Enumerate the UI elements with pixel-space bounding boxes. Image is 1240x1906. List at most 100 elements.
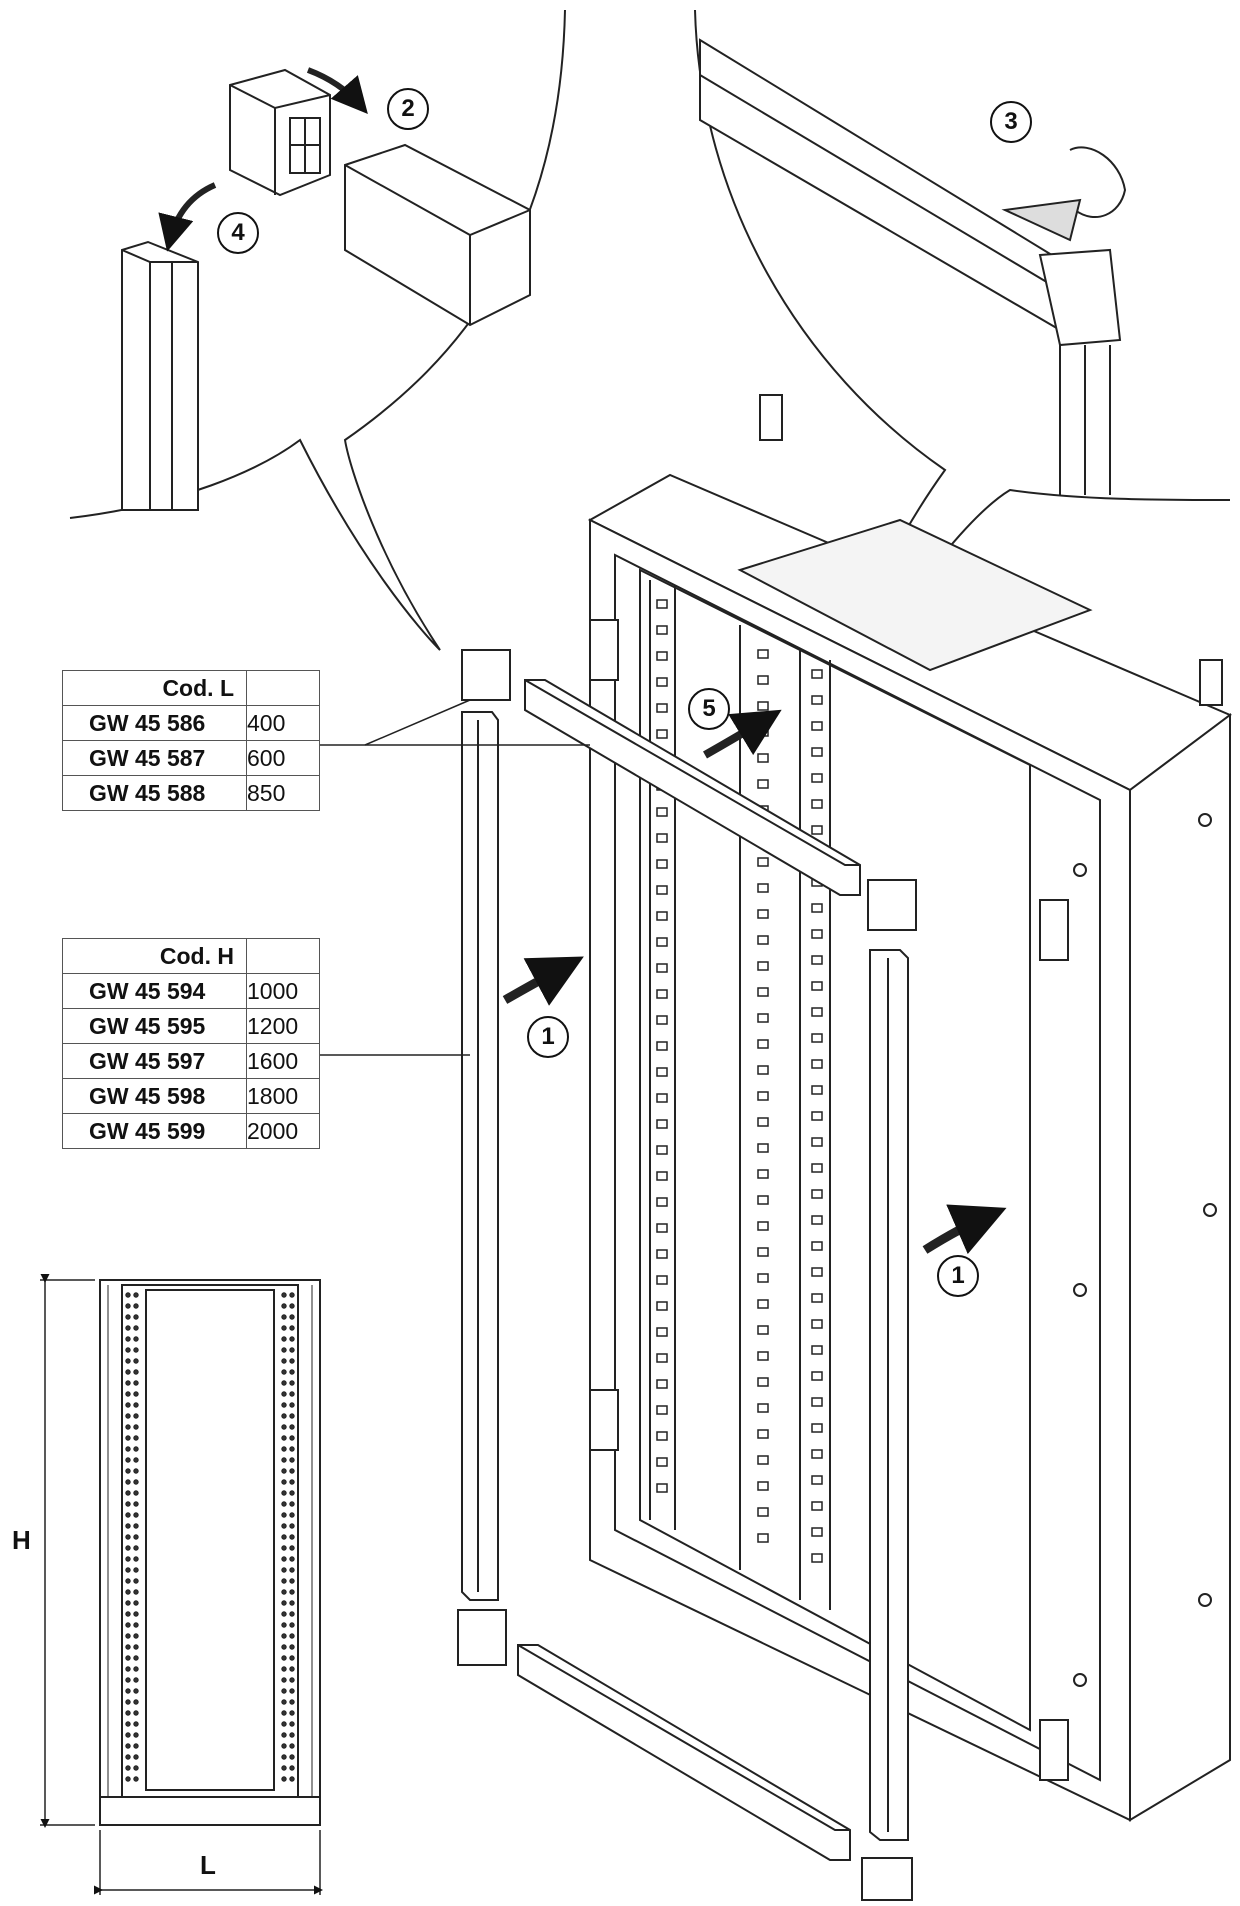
front-view-slot xyxy=(133,1512,139,1518)
front-view-slot xyxy=(133,1314,139,1320)
rail-slot xyxy=(811,981,823,991)
dimension-label-h: H xyxy=(12,1525,31,1555)
vertical-profile-detail xyxy=(121,240,199,511)
rail-slot xyxy=(656,963,668,973)
front-view-slot xyxy=(289,1303,295,1309)
rail-slot xyxy=(757,1039,769,1049)
arrow-step-5 xyxy=(703,709,782,759)
front-view-slot xyxy=(133,1677,139,1683)
code-cell: GW 45 597 xyxy=(62,1043,247,1079)
front-view-slot xyxy=(281,1435,287,1441)
front-view-slot xyxy=(289,1688,295,1694)
front-view-slot xyxy=(133,1336,139,1342)
code-cell: GW 45 586 xyxy=(62,705,247,741)
rail-slot xyxy=(811,721,823,731)
step-marker-4: 4 xyxy=(217,212,259,254)
front-view-slot xyxy=(289,1732,295,1738)
rail-slot xyxy=(811,1293,823,1303)
front-view-slot xyxy=(125,1699,131,1705)
front-view-slot xyxy=(281,1776,287,1782)
front-view-slot xyxy=(125,1732,131,1738)
rail-slot xyxy=(811,929,823,939)
front-view-slot xyxy=(125,1644,131,1650)
front-view-slot xyxy=(289,1567,295,1573)
value-cell: 600 xyxy=(246,740,320,776)
front-view-slot xyxy=(125,1369,131,1375)
front-view-drawing xyxy=(99,1279,321,1826)
front-view-slot xyxy=(289,1523,295,1529)
rail-slot xyxy=(757,1117,769,1127)
rail-slot xyxy=(757,1299,769,1309)
front-view-slot xyxy=(125,1567,131,1573)
front-view-slot xyxy=(133,1457,139,1463)
rail-slot xyxy=(757,1013,769,1023)
front-view-slot xyxy=(133,1468,139,1474)
front-view-slot xyxy=(289,1644,295,1650)
enclosure-cabinet xyxy=(587,394,1232,1822)
front-view-slot xyxy=(281,1391,287,1397)
rail-slot xyxy=(656,1145,668,1155)
front-view-slot xyxy=(125,1292,131,1298)
front-view-slot xyxy=(125,1655,131,1661)
rail-slot xyxy=(757,1195,769,1205)
front-view-slot xyxy=(281,1567,287,1573)
rail-slot xyxy=(656,911,668,921)
rail-slot xyxy=(656,1275,668,1285)
front-view-slot xyxy=(289,1479,295,1485)
rail-slot xyxy=(656,989,668,999)
front-view-slot xyxy=(125,1479,131,1485)
rail-slot xyxy=(757,649,769,659)
front-view-slot xyxy=(125,1314,131,1320)
front-view-slot xyxy=(281,1314,287,1320)
front-view-slot xyxy=(125,1534,131,1540)
rail-slot xyxy=(656,1483,668,1493)
front-view-slot xyxy=(133,1578,139,1584)
rail-slot xyxy=(757,753,769,763)
rail-slot xyxy=(811,1475,823,1485)
rail-slot xyxy=(656,651,668,661)
front-view-slot xyxy=(125,1391,131,1397)
front-view-slot xyxy=(281,1457,287,1463)
rail-slot xyxy=(757,1455,769,1465)
arrow-step-1-left xyxy=(502,956,584,1006)
front-view-slot xyxy=(281,1512,287,1518)
front-view-slot xyxy=(125,1611,131,1617)
front-view-slot xyxy=(125,1435,131,1441)
front-view-slot xyxy=(133,1303,139,1309)
value-cell: 1000 xyxy=(246,973,320,1009)
front-view-slot xyxy=(125,1710,131,1716)
front-view-slot xyxy=(125,1380,131,1386)
rail-slot xyxy=(811,773,823,783)
length-code-table: Cod. L GW 45 586 400 GW 45 587 600 GW 45… xyxy=(62,670,320,811)
front-view-slot xyxy=(125,1457,131,1463)
rail-slot xyxy=(757,909,769,919)
front-view-slot xyxy=(289,1336,295,1342)
front-view-slot xyxy=(281,1732,287,1738)
rail-slot xyxy=(811,1371,823,1381)
table-row: GW 45 588 850 xyxy=(62,775,320,811)
rail-slot xyxy=(656,885,668,895)
rail-slot xyxy=(811,825,823,835)
table-row: GW 45 586 400 xyxy=(62,705,320,741)
rail-slot xyxy=(757,1247,769,1257)
front-view-slot xyxy=(125,1765,131,1771)
table-row: GW 45 587 600 xyxy=(62,740,320,776)
front-view-slot xyxy=(133,1413,139,1419)
front-view-slot xyxy=(281,1754,287,1760)
rail-slot xyxy=(757,701,769,711)
corner-connector-detail xyxy=(229,68,331,197)
front-view-slot xyxy=(281,1325,287,1331)
rail-slot xyxy=(811,1449,823,1459)
front-view-slot xyxy=(125,1677,131,1683)
rail-slot xyxy=(757,1351,769,1361)
rail-slot xyxy=(757,961,769,971)
rail-slot xyxy=(656,1041,668,1051)
rail-slot xyxy=(656,1093,668,1103)
front-view-slot xyxy=(125,1578,131,1584)
rail-slot xyxy=(811,1059,823,1069)
rail-slot xyxy=(757,1091,769,1101)
rail-slot xyxy=(811,747,823,757)
front-view-slot xyxy=(133,1446,139,1452)
rail-slots xyxy=(656,599,823,1563)
